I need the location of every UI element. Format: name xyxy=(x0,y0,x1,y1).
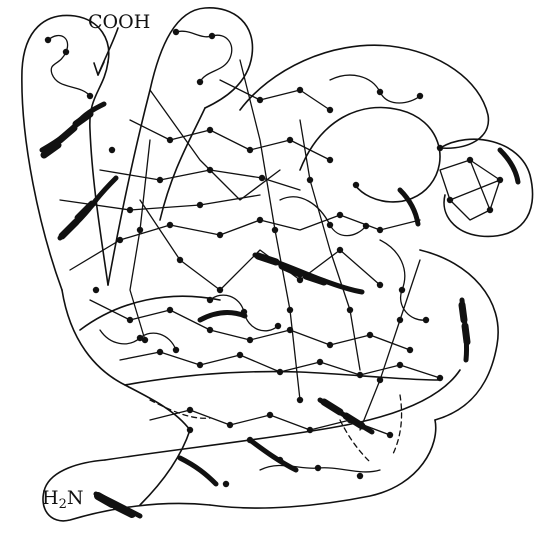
atom-dot xyxy=(437,375,443,381)
atom-dot xyxy=(377,227,383,233)
atom-dot xyxy=(137,227,143,233)
atom-dot xyxy=(307,427,313,433)
atom-dot xyxy=(297,277,303,283)
atom-dot xyxy=(127,317,133,323)
atom-dot xyxy=(307,177,313,183)
atom-dot xyxy=(223,481,229,487)
atom-dot xyxy=(327,222,333,228)
atom-dot xyxy=(142,337,148,343)
atom-dot xyxy=(277,369,283,375)
n-terminus-h: H xyxy=(42,487,59,509)
atom-dot xyxy=(347,307,353,313)
n-terminus-n: N xyxy=(67,487,84,509)
atom-dot xyxy=(353,182,359,188)
atom-dot xyxy=(109,147,115,153)
atom-dot xyxy=(237,352,243,358)
atom-dot xyxy=(315,465,321,471)
atom-dot xyxy=(187,407,193,413)
atom-dot xyxy=(287,307,293,313)
atom-dot xyxy=(167,222,173,228)
atom-dot xyxy=(187,427,193,433)
atom-dot xyxy=(357,372,363,378)
atom-dot xyxy=(397,317,403,323)
atom-dot xyxy=(257,97,263,103)
atom-dot xyxy=(207,297,213,303)
atom-dot xyxy=(347,417,353,423)
atom-dot xyxy=(437,145,443,151)
helix-center xyxy=(200,313,245,320)
atom-dot xyxy=(173,29,179,35)
atom-dot xyxy=(407,347,413,353)
atom-dot xyxy=(167,137,173,143)
atom-dot xyxy=(247,337,253,343)
atom-dot xyxy=(467,157,473,163)
atom-dot xyxy=(275,323,281,329)
atom-dot xyxy=(297,397,303,403)
atom-dot xyxy=(287,137,293,143)
atom-dot xyxy=(167,307,173,313)
atom-dot xyxy=(157,349,163,355)
atom-dot xyxy=(63,49,69,55)
atom-dot xyxy=(337,212,343,218)
atom-dot xyxy=(127,207,133,213)
atom-dot xyxy=(247,147,253,153)
atom-dot xyxy=(247,437,253,443)
atom-dot xyxy=(487,207,493,213)
atom-dot xyxy=(241,309,247,315)
atom-dot xyxy=(173,347,179,353)
atom-dot xyxy=(207,327,213,333)
atom-dot xyxy=(297,87,303,93)
atom-dot xyxy=(259,175,265,181)
atom-dot xyxy=(207,127,213,133)
atom-dot xyxy=(387,432,393,438)
helix-upper-right xyxy=(500,150,518,182)
atom-dot xyxy=(272,227,278,233)
helix-bottom xyxy=(180,458,216,484)
atom-dot xyxy=(197,79,203,85)
atom-dot xyxy=(417,93,423,99)
atom-dot xyxy=(497,177,503,183)
n-terminus-label: H2N xyxy=(42,489,83,511)
atom-dot xyxy=(177,257,183,263)
atom-dot xyxy=(423,317,429,323)
atom-dot xyxy=(363,223,369,229)
atom-dot xyxy=(337,247,343,253)
atom-dot xyxy=(327,157,333,163)
atom-dot xyxy=(277,457,283,463)
atom-dot xyxy=(377,89,383,95)
atom-dot xyxy=(267,412,273,418)
atom-dot xyxy=(93,287,99,293)
atom-dot xyxy=(327,107,333,113)
atom-dot xyxy=(399,287,405,293)
atom-dot xyxy=(209,33,215,39)
atom-dot xyxy=(257,217,263,223)
atom-dot xyxy=(117,237,123,243)
atom-dot xyxy=(377,282,383,288)
atom-dot xyxy=(197,362,203,368)
atom-dot xyxy=(45,37,51,43)
atom-dot xyxy=(357,473,363,479)
atom-dot xyxy=(207,167,213,173)
atom-dot xyxy=(227,422,233,428)
atom-dot xyxy=(377,377,383,383)
atom-dot xyxy=(217,287,223,293)
atom-dot xyxy=(217,232,223,238)
atom-dot xyxy=(317,359,323,365)
atom-dot xyxy=(447,197,453,203)
c-terminus-label: COOH xyxy=(88,13,150,32)
atom-dot xyxy=(397,362,403,368)
n-terminus-subscript: 2 xyxy=(59,497,67,512)
atom-dot xyxy=(367,332,373,338)
backbone-trace xyxy=(48,31,500,472)
atom-dot xyxy=(327,342,333,348)
atom-dot xyxy=(87,93,93,99)
atom-dot xyxy=(157,177,163,183)
helix-right-small xyxy=(400,190,418,224)
atom-dot xyxy=(287,327,293,333)
atom-dot xyxy=(197,202,203,208)
